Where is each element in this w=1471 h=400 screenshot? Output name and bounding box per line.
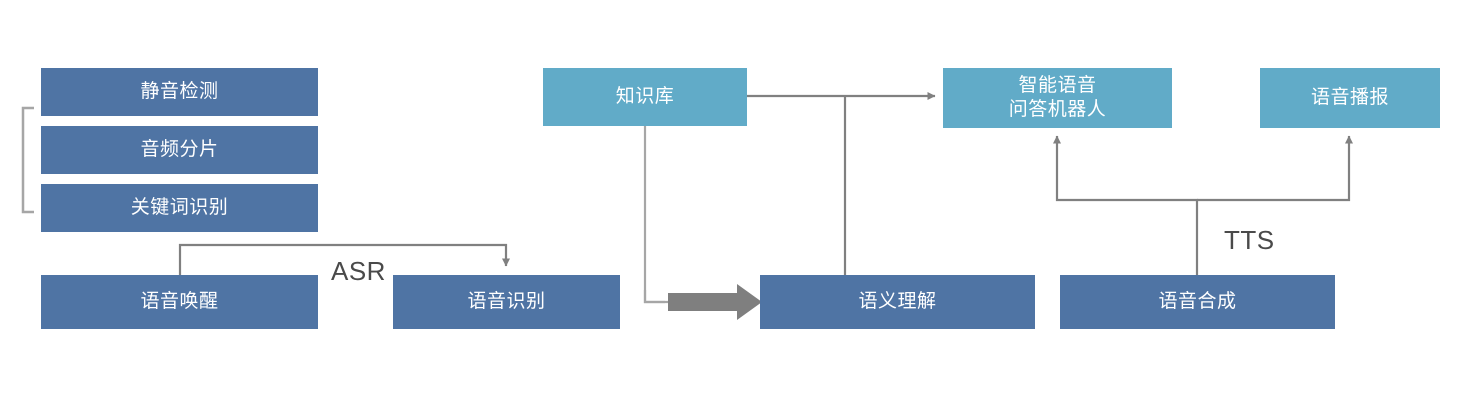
node-label: 关键词识别 (130, 197, 229, 219)
node-audio-segmentation[interactable]: 音频分片 (41, 126, 318, 174)
node-label: 语义理解 (858, 291, 937, 313)
node-label: 音频分片 (140, 139, 219, 161)
node-voice-broadcast[interactable]: 语音播报 (1260, 68, 1440, 128)
node-label: 语音唤醒 (140, 291, 219, 313)
edge-synthesis-to-outputs (1053, 135, 1353, 275)
node-label: 知识库 (615, 86, 675, 108)
node-silence-detection[interactable]: 静音检测 (41, 68, 318, 116)
node-voice-wakeup[interactable]: 语音唤醒 (41, 275, 318, 329)
node-speech-recognition[interactable]: 语音识别 (393, 275, 620, 329)
edge-label-tts: TTS (1218, 225, 1281, 256)
node-label: 语音播报 (1310, 87, 1389, 109)
edge-label-asr: ASR (325, 256, 392, 287)
node-keyword-spotting[interactable]: 关键词识别 (41, 184, 318, 232)
front-end-group-bracket (21, 106, 34, 214)
node-qa-robot[interactable]: 智能语音 问答机器人 (943, 68, 1172, 128)
node-semantic-understanding[interactable]: 语义理解 (760, 275, 1035, 329)
node-label: 静音检测 (140, 81, 219, 103)
edge-kb-to-semantic (643, 126, 665, 304)
edge-recognition-to-semantic (643, 284, 762, 320)
node-label: 语音合成 (1158, 291, 1237, 313)
node-speech-synthesis[interactable]: 语音合成 (1060, 275, 1335, 329)
node-knowledge-base[interactable]: 知识库 (543, 68, 747, 126)
node-label: 智能语音 问答机器人 (1008, 75, 1107, 120)
node-label: 语音识别 (467, 291, 546, 313)
